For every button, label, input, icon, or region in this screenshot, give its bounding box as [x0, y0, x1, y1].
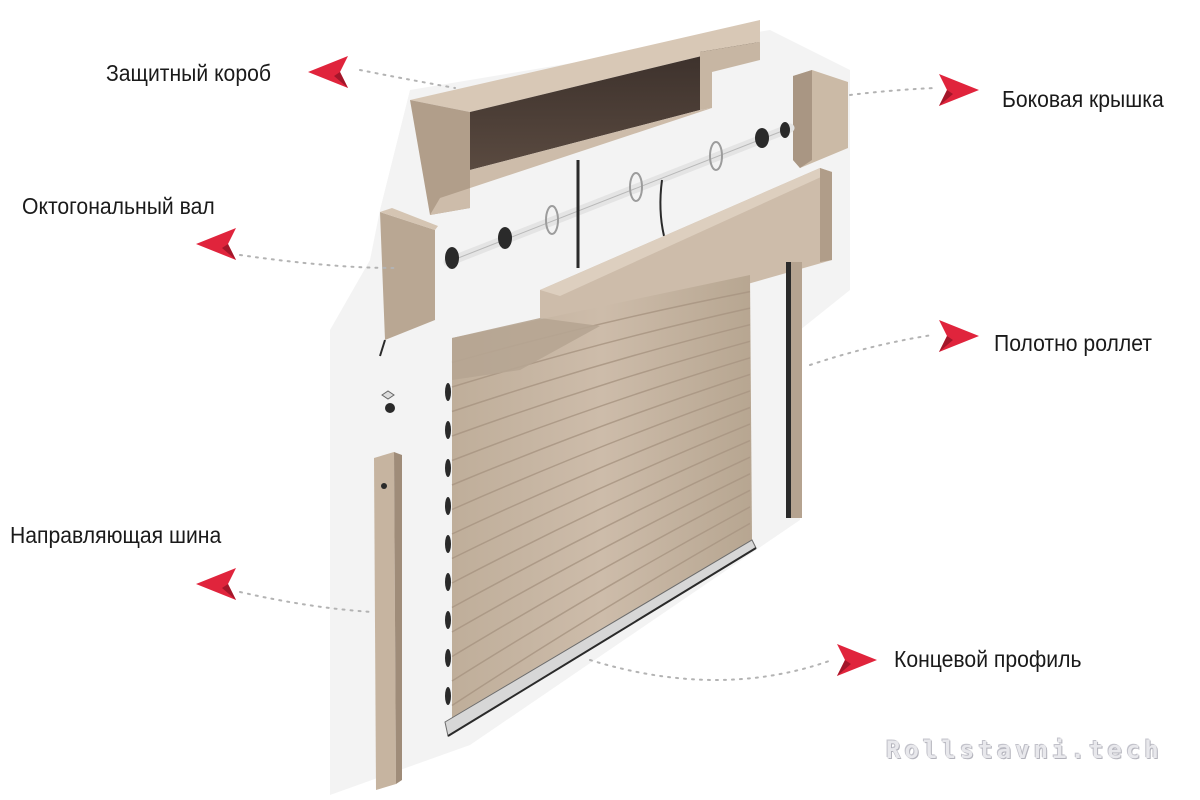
- curtain-edge-clip: [445, 687, 451, 705]
- side-cover-left: [379, 208, 438, 357]
- side-cover-right: [793, 70, 848, 168]
- curtain-slat: [451, 489, 751, 658]
- box-lid: [540, 168, 832, 326]
- curtain-edge-clip: [445, 611, 451, 629]
- curtain-edge-clip: [445, 649, 451, 667]
- shutter-curtain: [445, 275, 752, 730]
- guide-strip-right: [786, 262, 802, 518]
- curtain-edge-clip: [445, 421, 451, 439]
- leader-lines: [239, 69, 936, 681]
- end-profile: [444, 539, 757, 737]
- curtain-slat: [451, 323, 751, 413]
- arrow-icon-shutter-curtain: [939, 320, 979, 352]
- curtain-edge-clip: [445, 383, 451, 401]
- arrow-icon-guide-rail: [196, 568, 236, 600]
- curtain-slat: [451, 307, 751, 388]
- label-shutter-curtain: Полотно роллет: [994, 330, 1152, 356]
- protective-box: [410, 20, 760, 215]
- arrow-icons: [196, 56, 979, 676]
- guide-rail: [374, 390, 402, 790]
- label-protective-box: Защитный короб: [106, 60, 271, 86]
- label-side-cover: Боковая крышка: [1002, 86, 1164, 112]
- curtain-edge-clip: [445, 459, 451, 477]
- curtain-slat: [451, 522, 751, 707]
- curtain-slat: [451, 423, 751, 560]
- curtain-slat: [451, 373, 751, 486]
- arrow-icon-side-cover: [939, 74, 979, 106]
- label-end-profile: Концевой профиль: [894, 646, 1082, 672]
- curtain-slat: [451, 357, 751, 462]
- curtain-slat: [451, 456, 751, 609]
- label-octagonal-shaft: Октогональный вал: [22, 193, 215, 219]
- label-guide-rail: Направляющая шина: [10, 522, 222, 548]
- arrow-icon-protective-box: [308, 56, 348, 88]
- octagonal-shaft: [443, 122, 795, 269]
- curtain-edge-clip: [445, 497, 451, 515]
- curtain-slat: [451, 340, 751, 437]
- curtain-slat: [451, 390, 751, 511]
- curtain-slat: [451, 439, 751, 584]
- watermark: Rollstavni.tech: [886, 736, 1163, 764]
- arrow-icon-end-profile: [837, 644, 877, 676]
- curtain-edge-clip: [445, 573, 451, 591]
- curtain-edge-clip: [445, 535, 451, 553]
- curtain-slat: [451, 473, 751, 633]
- curtain-slat: [451, 406, 751, 535]
- arrow-icon-octagonal-shaft: [196, 228, 236, 260]
- curtain-slat: [451, 506, 751, 682]
